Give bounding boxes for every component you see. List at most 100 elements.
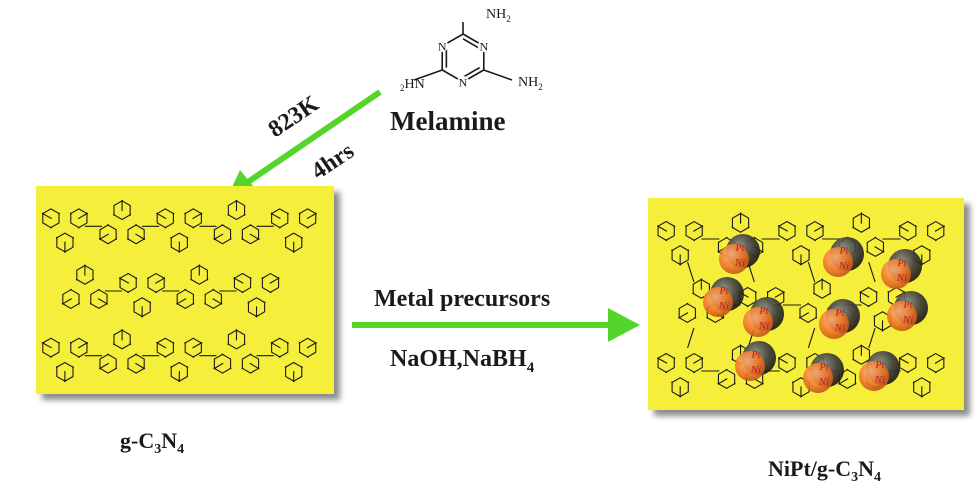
pt-label: Pt bbox=[735, 243, 745, 254]
ring-atom-bg bbox=[457, 76, 469, 88]
ring-n-dot bbox=[934, 371, 937, 374]
heptazine-ring bbox=[927, 352, 945, 373]
ring-n-dot bbox=[673, 225, 676, 228]
bridge-bond bbox=[800, 386, 802, 398]
ring-n-dot bbox=[300, 236, 303, 239]
network-link bbox=[807, 327, 816, 349]
ring-n-dot bbox=[794, 357, 796, 360]
ring-n-dot bbox=[725, 368, 728, 371]
ring-n-dot bbox=[286, 212, 289, 215]
ring-n-dot bbox=[89, 302, 92, 305]
heptazine-ring bbox=[685, 220, 703, 241]
ring-atom-label: N bbox=[438, 40, 447, 54]
heptazine-ring bbox=[204, 289, 222, 310]
heptazine-ring bbox=[233, 272, 252, 293]
heptazine-ring bbox=[778, 352, 796, 373]
bridge-bond bbox=[881, 320, 884, 332]
heptazine-ring bbox=[247, 297, 266, 318]
heptazine-ring bbox=[299, 208, 317, 229]
bridge-bond bbox=[306, 212, 317, 220]
ring-n-dot bbox=[263, 301, 266, 304]
ni-label: Ni bbox=[718, 300, 729, 312]
ring-n-dot bbox=[685, 357, 687, 360]
heptazine-ring bbox=[184, 337, 202, 358]
network-link bbox=[687, 327, 695, 349]
ring-n-dot bbox=[172, 212, 175, 215]
ni-label: Ni bbox=[838, 260, 849, 272]
heptazine-ring bbox=[299, 337, 317, 358]
ring-n-dot bbox=[184, 342, 187, 344]
heptazine-ring bbox=[731, 212, 750, 233]
network-link bbox=[687, 261, 695, 283]
ring-n-dot bbox=[746, 305, 749, 308]
ring-n-dot bbox=[227, 343, 230, 346]
bridge-bond bbox=[799, 312, 810, 319]
ring-n-dot bbox=[135, 224, 137, 226]
heptazine-ring bbox=[184, 208, 202, 229]
ring-n-dot bbox=[926, 225, 929, 228]
ring-n-dot bbox=[247, 301, 250, 304]
ring-n-dot bbox=[286, 341, 289, 344]
bridge-bond bbox=[934, 225, 945, 232]
bridge-bond bbox=[657, 225, 668, 232]
ring-n-dot bbox=[192, 226, 195, 229]
ring-n-dot bbox=[934, 239, 937, 242]
ring-n-dot bbox=[249, 224, 252, 226]
ring-n-dot bbox=[731, 226, 734, 229]
heptazine-ring bbox=[56, 361, 74, 382]
heptazine-ring bbox=[899, 220, 917, 241]
ring-n-dot bbox=[127, 238, 129, 240]
ring-n-dot bbox=[685, 225, 687, 228]
ni-label: Ni bbox=[818, 376, 829, 388]
bridge-bond bbox=[270, 342, 281, 349]
heptazine-ring bbox=[227, 200, 246, 221]
ring-n-dot bbox=[868, 226, 871, 229]
bridge-bond bbox=[774, 291, 785, 298]
ring-n-dot bbox=[170, 236, 173, 239]
ring-n-dot bbox=[229, 367, 232, 370]
ring-n-dot bbox=[866, 250, 869, 253]
heptazine-ring bbox=[127, 353, 145, 374]
heptazine-unit bbox=[270, 208, 317, 253]
heptazine-unit bbox=[156, 337, 203, 383]
ring-n-dot bbox=[50, 356, 52, 358]
heptazine-ring bbox=[170, 232, 188, 253]
bridge-bond bbox=[255, 306, 258, 318]
ring-n-dot bbox=[186, 366, 189, 369]
ring-n-dot bbox=[745, 382, 748, 385]
heptazine-ring bbox=[657, 352, 675, 373]
ring-n-dot bbox=[184, 212, 187, 215]
heptazine-ring bbox=[113, 200, 131, 221]
bridge-bond bbox=[693, 357, 704, 364]
heptazine-ring bbox=[671, 377, 689, 398]
ring-atom-bg bbox=[477, 40, 490, 52]
bridge-bond bbox=[64, 241, 66, 253]
ring-n-dot bbox=[107, 353, 109, 356]
ring-n-dot bbox=[665, 371, 668, 374]
pt-label: Pt bbox=[819, 362, 829, 373]
ring-n-dot bbox=[725, 236, 728, 239]
bridge-bond bbox=[192, 212, 203, 220]
ring-n-dot bbox=[77, 356, 80, 358]
pt-label: Pt bbox=[897, 258, 907, 269]
ring-n-dot bbox=[926, 357, 929, 360]
ring-n-dot bbox=[874, 236, 877, 239]
ring-atom-bg bbox=[436, 40, 449, 52]
ring-n-dot bbox=[221, 224, 224, 226]
ring-n-dot bbox=[914, 225, 917, 228]
ring-n-dot bbox=[55, 366, 58, 369]
ring-n-dot bbox=[50, 226, 52, 229]
bridge-bond bbox=[293, 241, 295, 253]
bridge-bond bbox=[921, 386, 923, 398]
ring-n-dot bbox=[875, 291, 878, 294]
heptazine-ring bbox=[852, 212, 871, 233]
ring-n-dot bbox=[786, 239, 788, 242]
bridge-bond bbox=[99, 233, 110, 241]
heptazine-ring bbox=[127, 224, 145, 245]
heptazine-ring bbox=[285, 361, 303, 382]
pt-label: Pt bbox=[835, 308, 845, 319]
